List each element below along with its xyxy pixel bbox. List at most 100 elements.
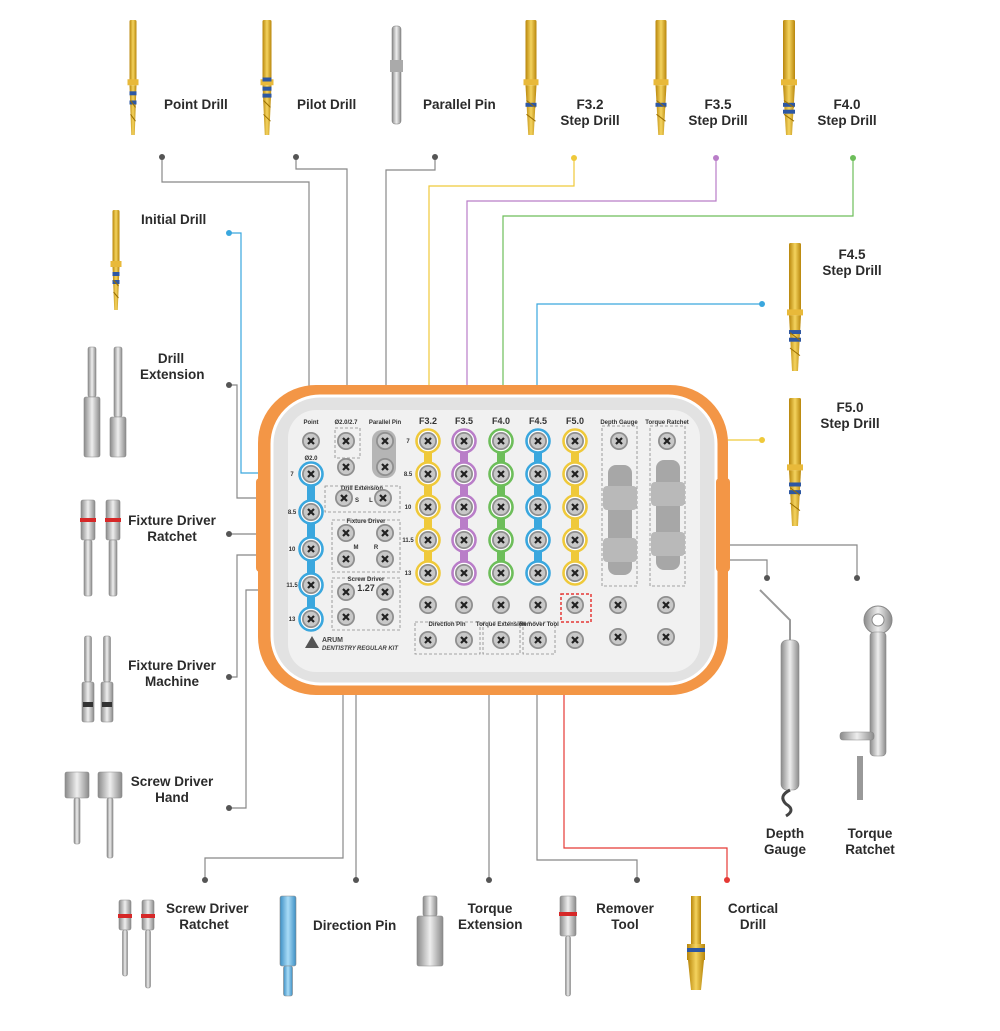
socket-pilot-20 [337, 458, 355, 476]
socket-misc [566, 631, 584, 649]
socket-bottom-5 [609, 596, 627, 614]
svg-text:13: 13 [405, 571, 412, 577]
leader-f32 [428, 158, 575, 430]
svg-text:F5.0: F5.0 [566, 416, 584, 426]
socket-initial-3 [298, 572, 324, 598]
socket-remover [529, 631, 547, 649]
sdr-2-shaft [145, 929, 151, 989]
socket-bottom-2 [492, 596, 510, 614]
sdr-2-head [141, 899, 155, 931]
socket-f32-3 [415, 527, 441, 553]
socket-f50-4 [562, 560, 588, 586]
svg-text:13: 13 [289, 617, 296, 623]
sdr-1-head [118, 899, 132, 931]
point-drill-icon [127, 20, 139, 135]
socket-screw-2 [376, 583, 394, 601]
socket-parallel-2 [376, 458, 394, 476]
drill-ext-s-body [83, 396, 101, 458]
socket-f35-2 [451, 494, 477, 520]
depth-gauge-icon [759, 589, 800, 818]
torque-ext-top [422, 895, 438, 917]
svg-text:7: 7 [406, 439, 410, 445]
svg-text:Fixture Driver: Fixture Driver [346, 519, 386, 525]
direction-pin-tip [283, 965, 293, 997]
svg-text:R: R [374, 545, 379, 551]
socket-torque-top [658, 432, 676, 450]
sdr-1-shaft [122, 929, 128, 977]
torque-ext-body [416, 915, 444, 967]
f50-step-drill-icon [787, 398, 803, 526]
pilot-drill-icon [260, 20, 274, 135]
svg-text:7: 7 [290, 472, 294, 478]
leader-torque [675, 544, 858, 578]
socket-initial-1 [298, 499, 324, 525]
fdr-1-head [80, 499, 96, 541]
leader-point-drill [161, 157, 310, 430]
leader-remover [536, 650, 638, 880]
remover-shaft [565, 935, 571, 997]
socket-f45-4 [525, 560, 551, 586]
leader-pilot-drill [295, 157, 348, 428]
socket-f45-2 [525, 494, 551, 520]
svg-text:F3.2: F3.2 [419, 416, 437, 426]
socket-direction-2 [455, 631, 473, 649]
leader-parallel-pin [385, 157, 436, 428]
svg-text:Torque Ratchet: Torque Ratchet [645, 420, 689, 426]
svg-text:ARUM: ARUM [322, 637, 343, 644]
socket-bottom-3 [529, 596, 547, 614]
svg-text:10: 10 [289, 547, 296, 553]
drill-ext-s-shaft [87, 346, 97, 398]
socket-f35-1 [451, 461, 477, 487]
kit-tray: Point Ø2.0/2.7 Parallel Pin Depth Gauge … [256, 385, 730, 695]
socket-f35-4 [451, 560, 477, 586]
svg-text:Remover Tool: Remover Tool [519, 622, 559, 628]
socket-f32-2 [415, 494, 441, 520]
svg-text:11.5: 11.5 [402, 538, 414, 544]
socket-f35-3 [451, 527, 477, 553]
socket-screw-1 [337, 583, 355, 601]
socket-bottom-0 [419, 596, 437, 614]
socket-f35-0 [451, 428, 477, 454]
remover-head [559, 895, 577, 937]
fdm-2-top [103, 635, 111, 683]
socket-initial-0 [298, 461, 324, 487]
socket-parallel-1 [376, 432, 394, 450]
svg-text:Depth Gauge: Depth Gauge [600, 420, 638, 426]
fdr-2-head [105, 499, 121, 541]
leader-f35 [466, 158, 717, 430]
svg-text:L: L [369, 498, 373, 504]
socket-screw-4 [376, 608, 394, 626]
socket-f40-0 [488, 428, 514, 454]
direction-pin-body [279, 895, 297, 967]
svg-text:Torque Extension: Torque Extension [476, 622, 527, 628]
leader-sdr [204, 596, 344, 880]
svg-text:8.5: 8.5 [404, 472, 413, 478]
svg-text:10: 10 [405, 505, 412, 511]
socket-bottom-r2 [657, 628, 675, 646]
svg-text:Ø2.0/2.7: Ø2.0/2.7 [334, 420, 358, 426]
socket-fixture-r2 [376, 550, 394, 568]
fdm-1-top [83, 635, 93, 688]
svg-text:DENTISTRY: DENTISTRY [322, 646, 357, 652]
socket-depth-top [610, 432, 628, 450]
f40-step-drill-icon [781, 20, 797, 135]
socket-f50-0 [562, 428, 588, 454]
svg-text:Parallel Pin: Parallel Pin [369, 420, 402, 426]
svg-text:Direction Pin: Direction Pin [428, 622, 465, 628]
label-direction-pin: Direction Pin [313, 918, 397, 933]
sdh-2-knob [97, 771, 123, 799]
socket-fixture-m1 [337, 524, 355, 542]
socket-fixture-m2 [337, 550, 355, 568]
label-point-drill: Point Drill [164, 97, 228, 112]
tool-illustrations [64, 20, 893, 997]
socket-screw-3 [337, 608, 355, 626]
socket-f45-3 [525, 527, 551, 553]
svg-text:S: S [355, 498, 359, 504]
socket-direction-1 [419, 631, 437, 649]
